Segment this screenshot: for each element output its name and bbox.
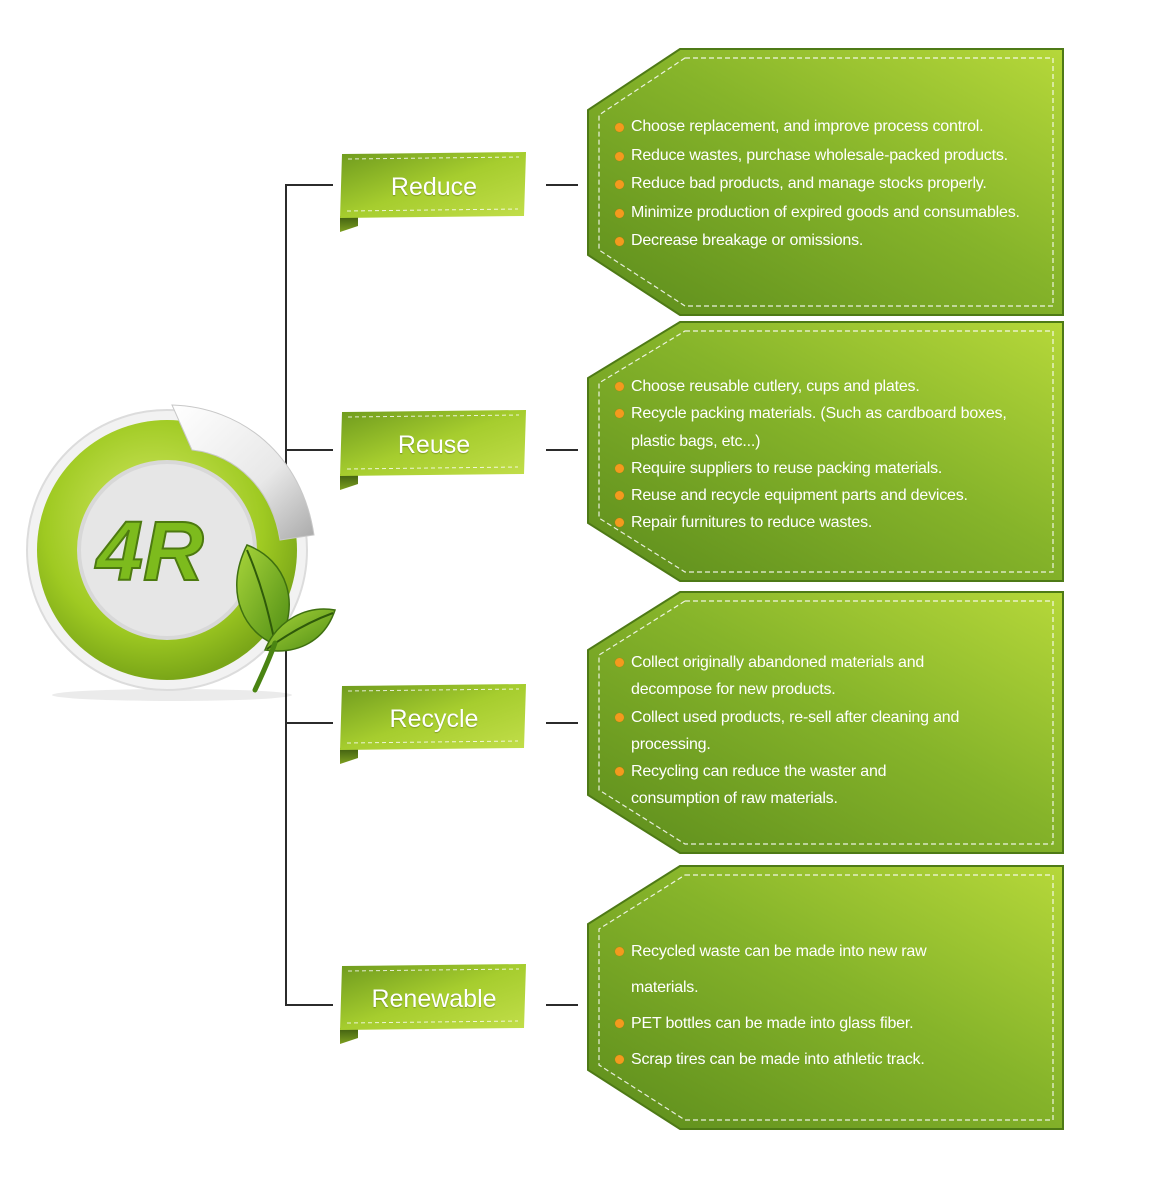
list-item: Scrap tires can be made into athletic tr… — [615, 1042, 975, 1078]
bullet-text: Scrap tires can be made into athletic tr… — [631, 1051, 925, 1068]
bullet-list: Choose reusable cutlery, cups and plates… — [615, 373, 1035, 537]
bullet-text: Recycled waste can be made into new raw … — [631, 943, 927, 996]
bullet-text: Repair furnitures to reduce wastes. — [631, 514, 873, 532]
ribbon-label: Renewable — [371, 984, 497, 1013]
bullet-list: Collect originally abandoned materials a… — [615, 649, 975, 813]
bullet-text: Reuse and recycle equipment parts and de… — [631, 487, 968, 505]
bullet-text: Require suppliers to reuse packing mater… — [631, 459, 943, 477]
connector-reuse-right — [546, 449, 578, 451]
list-item: Collect used products, re-sell after cle… — [615, 704, 975, 759]
ribbon-reuse: Reuse — [338, 408, 528, 490]
ribbon-reduce: Reduce — [338, 150, 528, 232]
list-item: Reuse and recycle equipment parts and de… — [615, 482, 1035, 509]
ribbon-recycle: Recycle — [338, 682, 528, 764]
bullet-text: Reduce bad products, and manage stocks p… — [631, 175, 987, 193]
bullet-list: Choose replacement, and improve process … — [615, 113, 1055, 256]
list-item: Recycle packing materials. (Such as card… — [615, 400, 1035, 455]
bullet-text: Collect used products, re-sell after cle… — [631, 708, 960, 753]
ribbon-label: Reuse — [397, 430, 471, 459]
list-item: Choose replacement, and improve process … — [615, 113, 1055, 142]
list-item: Recycled waste can be made into new raw … — [615, 934, 975, 1006]
bullet-text: Reduce wastes, purchase wholesale-packed… — [631, 146, 1008, 164]
connector-recycle-left — [285, 722, 333, 724]
bullet-list: Recycled waste can be made into new raw … — [615, 934, 975, 1078]
bullet-text: Minimize production of expired goods and… — [631, 203, 1020, 221]
bullet-text: Choose reusable cutlery, cups and plates… — [631, 378, 920, 395]
list-item: Choose reusable cutlery, cups and plates… — [615, 373, 1035, 400]
leaf-icon — [236, 544, 336, 693]
ribbon-label: Recycle — [389, 704, 479, 733]
badge-text: 4R — [94, 504, 204, 598]
panel-renewable: Recycled waste can be made into new raw … — [585, 862, 1065, 1134]
bullet-text: PET bottles can be made into glass fiber… — [631, 1015, 914, 1032]
4r-badge: 4R — [22, 395, 336, 705]
bullet-text: Recycling can reduce the waster and cons… — [631, 763, 887, 808]
bullet-text: Choose replacement, and improve process … — [631, 118, 984, 135]
connector-reduce-right — [546, 184, 578, 186]
ribbon-label: Reduce — [390, 172, 478, 201]
list-item: Minimize production of expired goods and… — [615, 199, 1055, 228]
bullet-text: Recycle packing materials. (Such as card… — [631, 405, 1007, 450]
list-item: Repair furnitures to reduce wastes. — [615, 509, 1035, 536]
panel-recycle: Collect originally abandoned materials a… — [585, 588, 1065, 858]
connector-reuse-left — [285, 449, 333, 451]
connector-reduce-left — [285, 184, 333, 186]
panel-reduce: Choose replacement, and improve process … — [585, 45, 1065, 320]
bullet-text: Decrease breakage or omissions. — [631, 232, 864, 250]
peeled-sticker-icon — [171, 404, 315, 541]
connector-renewable-left — [285, 1004, 333, 1006]
list-item: PET bottles can be made into glass fiber… — [615, 1006, 975, 1042]
connector-renewable-right — [546, 1004, 578, 1006]
list-item: Require suppliers to reuse packing mater… — [615, 455, 1035, 482]
list-item: Collect originally abandoned materials a… — [615, 649, 975, 704]
list-item: Recycling can reduce the waster and cons… — [615, 758, 975, 813]
connector-recycle-right — [546, 722, 578, 724]
ribbon-renewable: Renewable — [338, 962, 528, 1044]
panel-reuse: Choose reusable cutlery, cups and plates… — [585, 318, 1065, 586]
list-item: Reduce wastes, purchase wholesale-packed… — [615, 142, 1055, 171]
list-item: Decrease breakage or omissions. — [615, 227, 1055, 256]
bullet-text: Collect originally abandoned materials a… — [631, 654, 925, 699]
list-item: Reduce bad products, and manage stocks p… — [615, 170, 1055, 199]
